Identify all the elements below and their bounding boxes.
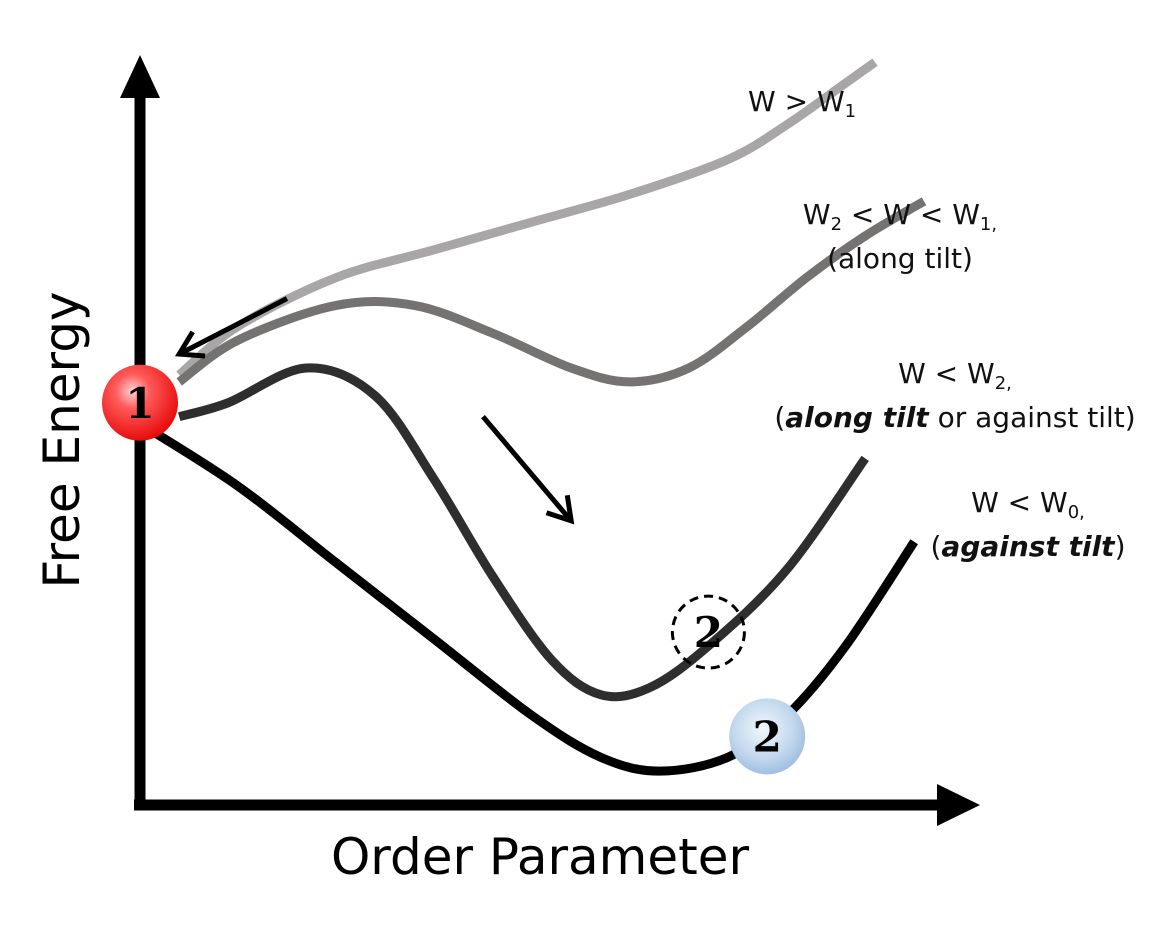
curve-label-line: (against tilt) xyxy=(930,530,1126,563)
curve-label-line: W > W1 xyxy=(748,85,857,122)
state-marker-label: 2 xyxy=(694,608,723,657)
state-2-metastable: 2 xyxy=(670,594,746,670)
curve-label-line: (along tilt) xyxy=(827,242,973,275)
energy-curves xyxy=(137,58,927,776)
arrow-head xyxy=(545,494,575,525)
process-arrows xyxy=(174,296,575,525)
axes xyxy=(120,55,980,826)
curve-w-gt-w1 xyxy=(176,58,878,379)
state-2-stable: 2 xyxy=(729,698,806,775)
state-markers: 1 2 2 xyxy=(102,364,806,775)
state-marker-label: 1 xyxy=(125,379,154,428)
x-axis-arrowhead xyxy=(937,784,980,826)
label-w-lt-w2: W < W2, (along tilt or against tilt) xyxy=(774,357,1135,435)
state-1: 1 xyxy=(102,364,178,441)
state-marker-circle xyxy=(670,594,746,670)
arrow-toward-state-2 xyxy=(481,415,575,525)
curve-label-line: W2 < W < W1, xyxy=(802,198,998,235)
curve-label-line: W < W0, xyxy=(971,486,1085,523)
arrow-shaft xyxy=(178,296,289,357)
label-w-lt-w0: W < W0, (against tilt) xyxy=(930,486,1125,564)
x-axis-label: Order Parameter xyxy=(330,828,750,886)
curve-w-lt-w2 xyxy=(177,363,869,702)
curve-label-line: W < W2, xyxy=(898,357,1012,394)
y-axis-arrowhead xyxy=(120,55,160,98)
arrow-shaft xyxy=(481,415,574,523)
state-marker-label: 2 xyxy=(753,712,782,761)
y-axis-label: Free Energy xyxy=(33,291,91,589)
arrow-toward-state-1 xyxy=(174,296,289,359)
arrow-head xyxy=(174,330,206,359)
curve-w2-lt-w-lt-w1 xyxy=(176,197,927,387)
state-marker-circle xyxy=(102,364,178,441)
label-w2-w-w1: W2 < W < W1, (along tilt) xyxy=(803,198,997,276)
curve-label-line: (along tilt or against tilt) xyxy=(774,401,1136,434)
state-marker-circle xyxy=(729,698,806,775)
label-w-gt-w1: W > W1 xyxy=(748,85,856,129)
curve-w-lt-w0 xyxy=(137,419,918,776)
